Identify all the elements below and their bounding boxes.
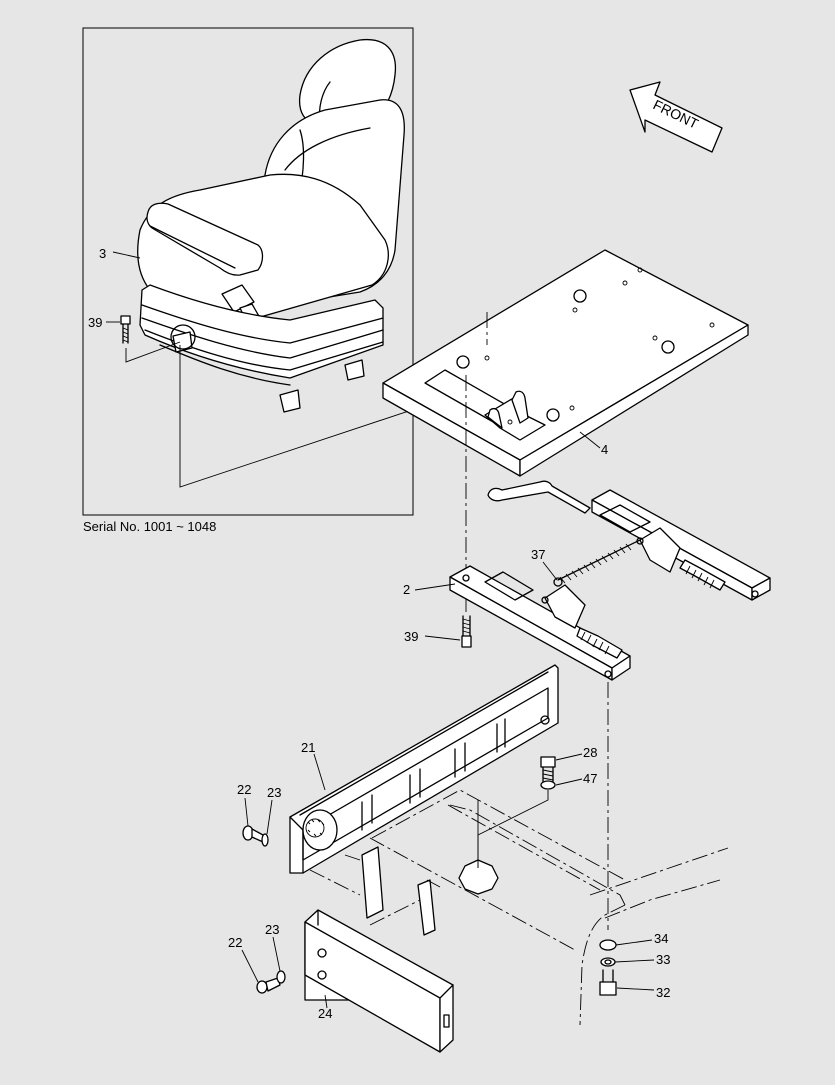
label-47: 47 xyxy=(583,771,597,786)
washer-23-lower xyxy=(276,970,286,984)
label-28: 28 xyxy=(583,745,597,760)
label-3: 3 xyxy=(99,246,106,261)
label-32: 32 xyxy=(656,985,670,1000)
label-33: 33 xyxy=(656,952,670,967)
label-22-upper: 22 xyxy=(237,782,251,797)
label-22-lower: 22 xyxy=(228,935,242,950)
label-24: 24 xyxy=(318,1006,332,1021)
bolt-32 xyxy=(599,969,617,996)
washer-34 xyxy=(599,939,617,951)
serial-caption: Serial No. 1001 ~ 1048 xyxy=(83,519,216,534)
label-23-upper: 23 xyxy=(267,785,281,800)
label-23-lower: 23 xyxy=(265,922,279,937)
slide-rail-right xyxy=(487,480,771,601)
washer-47 xyxy=(540,780,556,790)
label-4: 4 xyxy=(601,442,608,457)
bolt-28 xyxy=(540,756,556,783)
inset-frame xyxy=(82,27,414,516)
nut-plate xyxy=(458,859,499,895)
bolt-22-upper xyxy=(242,825,264,843)
bolt-39-rail xyxy=(461,615,472,648)
label-34: 34 xyxy=(654,931,668,946)
label-37: 37 xyxy=(531,547,545,562)
seat-assembly xyxy=(137,38,405,413)
label-2: 2 xyxy=(403,582,410,597)
label-21: 21 xyxy=(301,740,315,755)
cover-21 xyxy=(289,664,559,874)
label-39-rail: 39 xyxy=(404,629,418,644)
bolt-39-seat xyxy=(120,315,131,344)
bolt-22-lower xyxy=(256,977,281,994)
seat-plate xyxy=(382,249,749,477)
washer-23-upper xyxy=(261,833,269,847)
slide-rail-left xyxy=(449,565,631,681)
spring-37 xyxy=(553,539,641,587)
front-arrow-icon: FRONT xyxy=(629,81,723,153)
label-39-seat: 39 xyxy=(88,315,102,330)
side-panel-24 xyxy=(304,909,454,1053)
